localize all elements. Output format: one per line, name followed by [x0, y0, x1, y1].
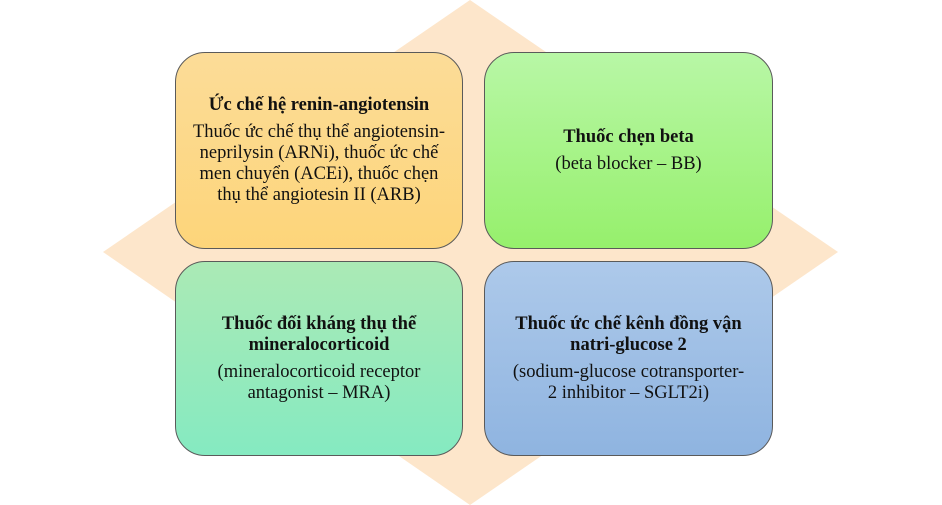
box-renin-angiotensin: Ức chế hệ renin-angiotensin Thuốc ức chế…: [175, 52, 463, 249]
box-title: Thuốc ức chế kênh đồng vận natri-glucose…: [515, 313, 742, 355]
box-beta-blocker: Thuốc chẹn beta (beta blocker – BB): [484, 52, 773, 249]
box-mra: Thuốc đối kháng thụ thể mineralocorticoi…: [175, 261, 463, 456]
box-title: Thuốc chẹn beta: [563, 126, 694, 147]
box-body: Thuốc ức chế thụ thể angiotensin-neprily…: [193, 122, 445, 205]
box-body: (beta blocker – BB): [555, 153, 702, 174]
box-body: (sodium-glucose cotransporter-2 inhibito…: [512, 361, 745, 403]
box-sglt2i: Thuốc ức chế kênh đồng vận natri-glucose…: [484, 261, 773, 456]
box-title: Ức chế hệ renin-angiotensin: [208, 95, 430, 115]
box-body: (mineralocorticoid receptor antagonist –…: [217, 361, 421, 403]
box-title: Thuốc đối kháng thụ thể mineralocorticoi…: [221, 313, 417, 355]
